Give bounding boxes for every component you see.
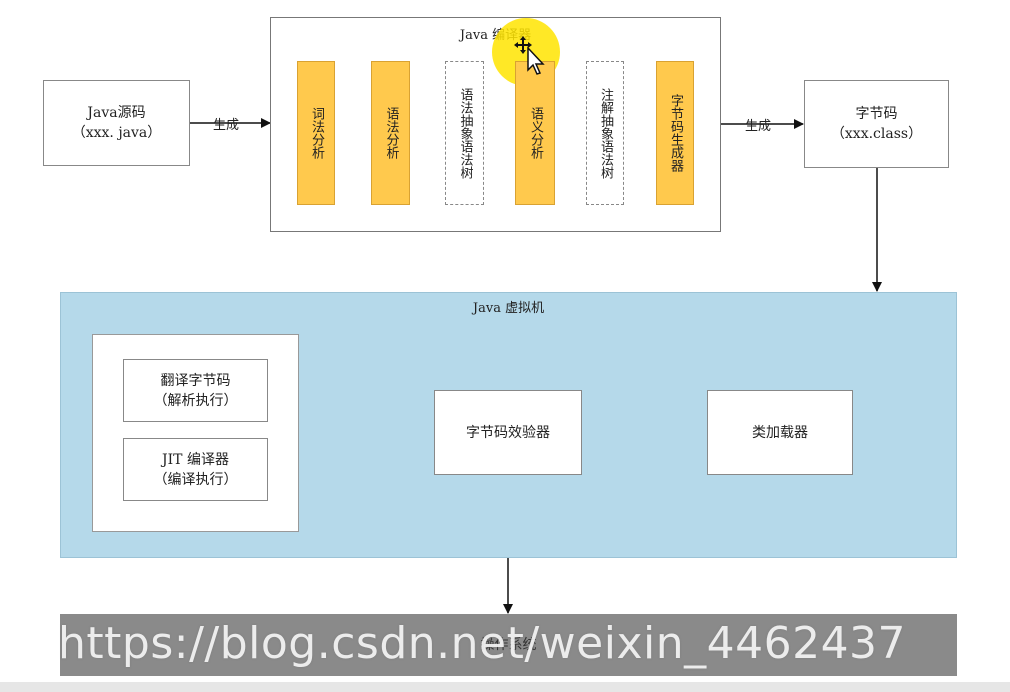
generate-label-left: 生成 <box>213 118 240 133</box>
lexical-analysis-stage: 词法分析 <box>297 61 335 205</box>
java-source-title: Java源码 <box>87 105 146 121</box>
bytecode-filename: （xxx.class） <box>830 126 923 142</box>
bytecode-verifier-label: 字节码效验器 <box>466 424 550 441</box>
jit-compiler-box: JIT 编译器 （编译执行） <box>123 438 268 501</box>
java-source-box: Java源码 （xxx. java） <box>43 80 190 166</box>
interpreter-title: 翻译字节码 <box>160 372 231 389</box>
generate-label-right: 生成 <box>745 119 772 134</box>
bytecode-title: 字节码 <box>855 106 898 122</box>
jit-compiler-title: JIT 编译器 <box>162 451 229 468</box>
interpreter-box: 翻译字节码 （解析执行） <box>123 359 268 422</box>
annotated-syntax-tree-stage: 注解抽象语法树 <box>586 61 624 205</box>
bytecode-box: 字节码 （xxx.class） <box>804 80 949 168</box>
jvm-title: Java 虚拟机 <box>472 301 545 316</box>
class-loader-box: 类加载器 <box>707 390 853 475</box>
bytecode-generator-stage: 字节码生成器 <box>656 61 694 205</box>
class-loader-label: 类加载器 <box>752 424 808 441</box>
operating-system-bar: 操作系统 <box>60 614 957 676</box>
move-cursor-icon <box>514 36 545 75</box>
java-source-filename: （xxx. java） <box>71 125 162 141</box>
csdn-watermark: https://blog.csdn.net/weixin_4462437 <box>58 618 907 669</box>
jit-compiler-subtitle: （编译执行） <box>153 471 238 488</box>
bottom-strip <box>0 682 1010 692</box>
abstract-syntax-tree-stage: 语法抽象语法树 <box>445 61 484 205</box>
semantic-analysis-stage: 语义分析 <box>515 61 555 205</box>
operating-system-label: 操作系统 <box>480 637 537 653</box>
bytecode-verifier-box: 字节码效验器 <box>434 390 582 475</box>
interpreter-subtitle: （解析执行） <box>153 392 238 409</box>
syntax-analysis-stage: 语法分析 <box>371 61 410 205</box>
